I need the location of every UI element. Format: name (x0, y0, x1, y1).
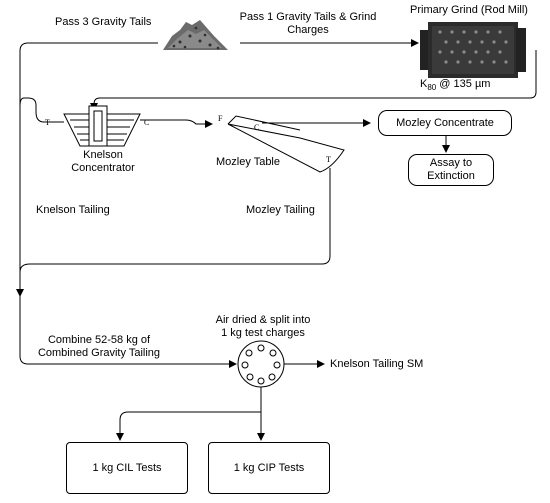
pass1-label: Pass 1 Gravity Tails & Grind Charges (228, 11, 388, 37)
cip-tests-label: 1 kg CIP Tests (233, 461, 305, 474)
mozley-tail-line (19, 168, 331, 273)
mozley-table-icon (227, 115, 345, 173)
combine-label-line1: Combine 52-58 kg of (47, 334, 151, 346)
mill-discharge-line (90, 50, 537, 111)
rotary-splitter-icon (237, 340, 285, 388)
to-cil-arrow (116, 411, 261, 441)
knelson-tailing-label: Knelson Tailing (36, 204, 110, 216)
rod-mill-icon (420, 22, 526, 78)
combine-line (19, 355, 237, 368)
mozley-concentrate-box: Mozley Concentrate (378, 110, 512, 136)
assay-label-line1: Assay to (429, 157, 473, 169)
assay-box: Assay to Extinction (408, 154, 494, 186)
assay-label-line2: Extinction (427, 170, 475, 182)
air-dried-label: Air dried & split into 1 kg test charges (198, 314, 328, 340)
knelson-tail-line (19, 97, 64, 123)
knelson-c-label: C (144, 118, 150, 127)
air-dried-label-line2: 1 kg test charges (221, 327, 305, 339)
pass3-line (19, 42, 158, 288)
cil-tests-box: 1 kg CIL Tests (66, 442, 188, 494)
mozley-c-label: C (254, 123, 260, 132)
knelson-t-label: T (45, 118, 50, 127)
knelson-concentrator-label-line2: Concentrator (71, 162, 135, 174)
knelson-concentrator-label: Knelson Concentrator (58, 149, 148, 175)
primary-grind-label: Primary Grind (Rod Mill) (410, 4, 528, 16)
pass1-label-line2: Charges (287, 24, 329, 36)
k80-label: K80 @ 135 µm (420, 78, 491, 93)
pass1-label-line1: Pass 1 Gravity Tails & Grind (239, 11, 377, 23)
mozley-t-label: T (326, 155, 331, 164)
combine-label-line2: Combined Gravity Tailing (37, 347, 161, 359)
air-dried-label-line1: Air dried & split into (215, 314, 311, 326)
knelson-concentrator-icon (63, 105, 141, 147)
mozley-table-label: Mozley Table (216, 156, 280, 168)
cip-tests-box: 1 kg CIP Tests (208, 442, 330, 494)
knelson-tailing-sm-label: Knelson Tailing SM (330, 358, 424, 370)
combine-label: Combine 52-58 kg of Combined Gravity Tai… (24, 334, 174, 360)
knelson-concentrator-label-line1: Knelson (83, 149, 123, 161)
mozley-concentrate-label: Mozley Concentrate (396, 116, 494, 129)
cil-tests-label: 1 kg CIL Tests (92, 461, 162, 474)
pass3-gravity-tails-label: Pass 3 Gravity Tails (55, 16, 152, 28)
mozley-f-label: F (218, 114, 223, 123)
knelson-conc-line (140, 119, 213, 128)
ore-pile-icon (163, 20, 228, 50)
mozley-tailing-label: Mozley Tailing (246, 204, 315, 216)
